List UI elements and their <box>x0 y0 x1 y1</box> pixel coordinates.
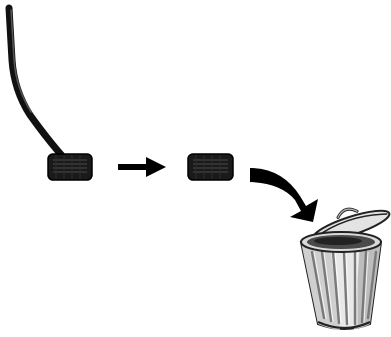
pedal-pad-icon <box>48 154 92 180</box>
detached-pedal-pad-icon <box>188 154 233 180</box>
curved-arrow-icon <box>250 168 318 222</box>
pedal-lever-icon <box>9 8 64 158</box>
arrow-right-icon <box>118 157 166 177</box>
trash-can-icon <box>301 197 391 330</box>
